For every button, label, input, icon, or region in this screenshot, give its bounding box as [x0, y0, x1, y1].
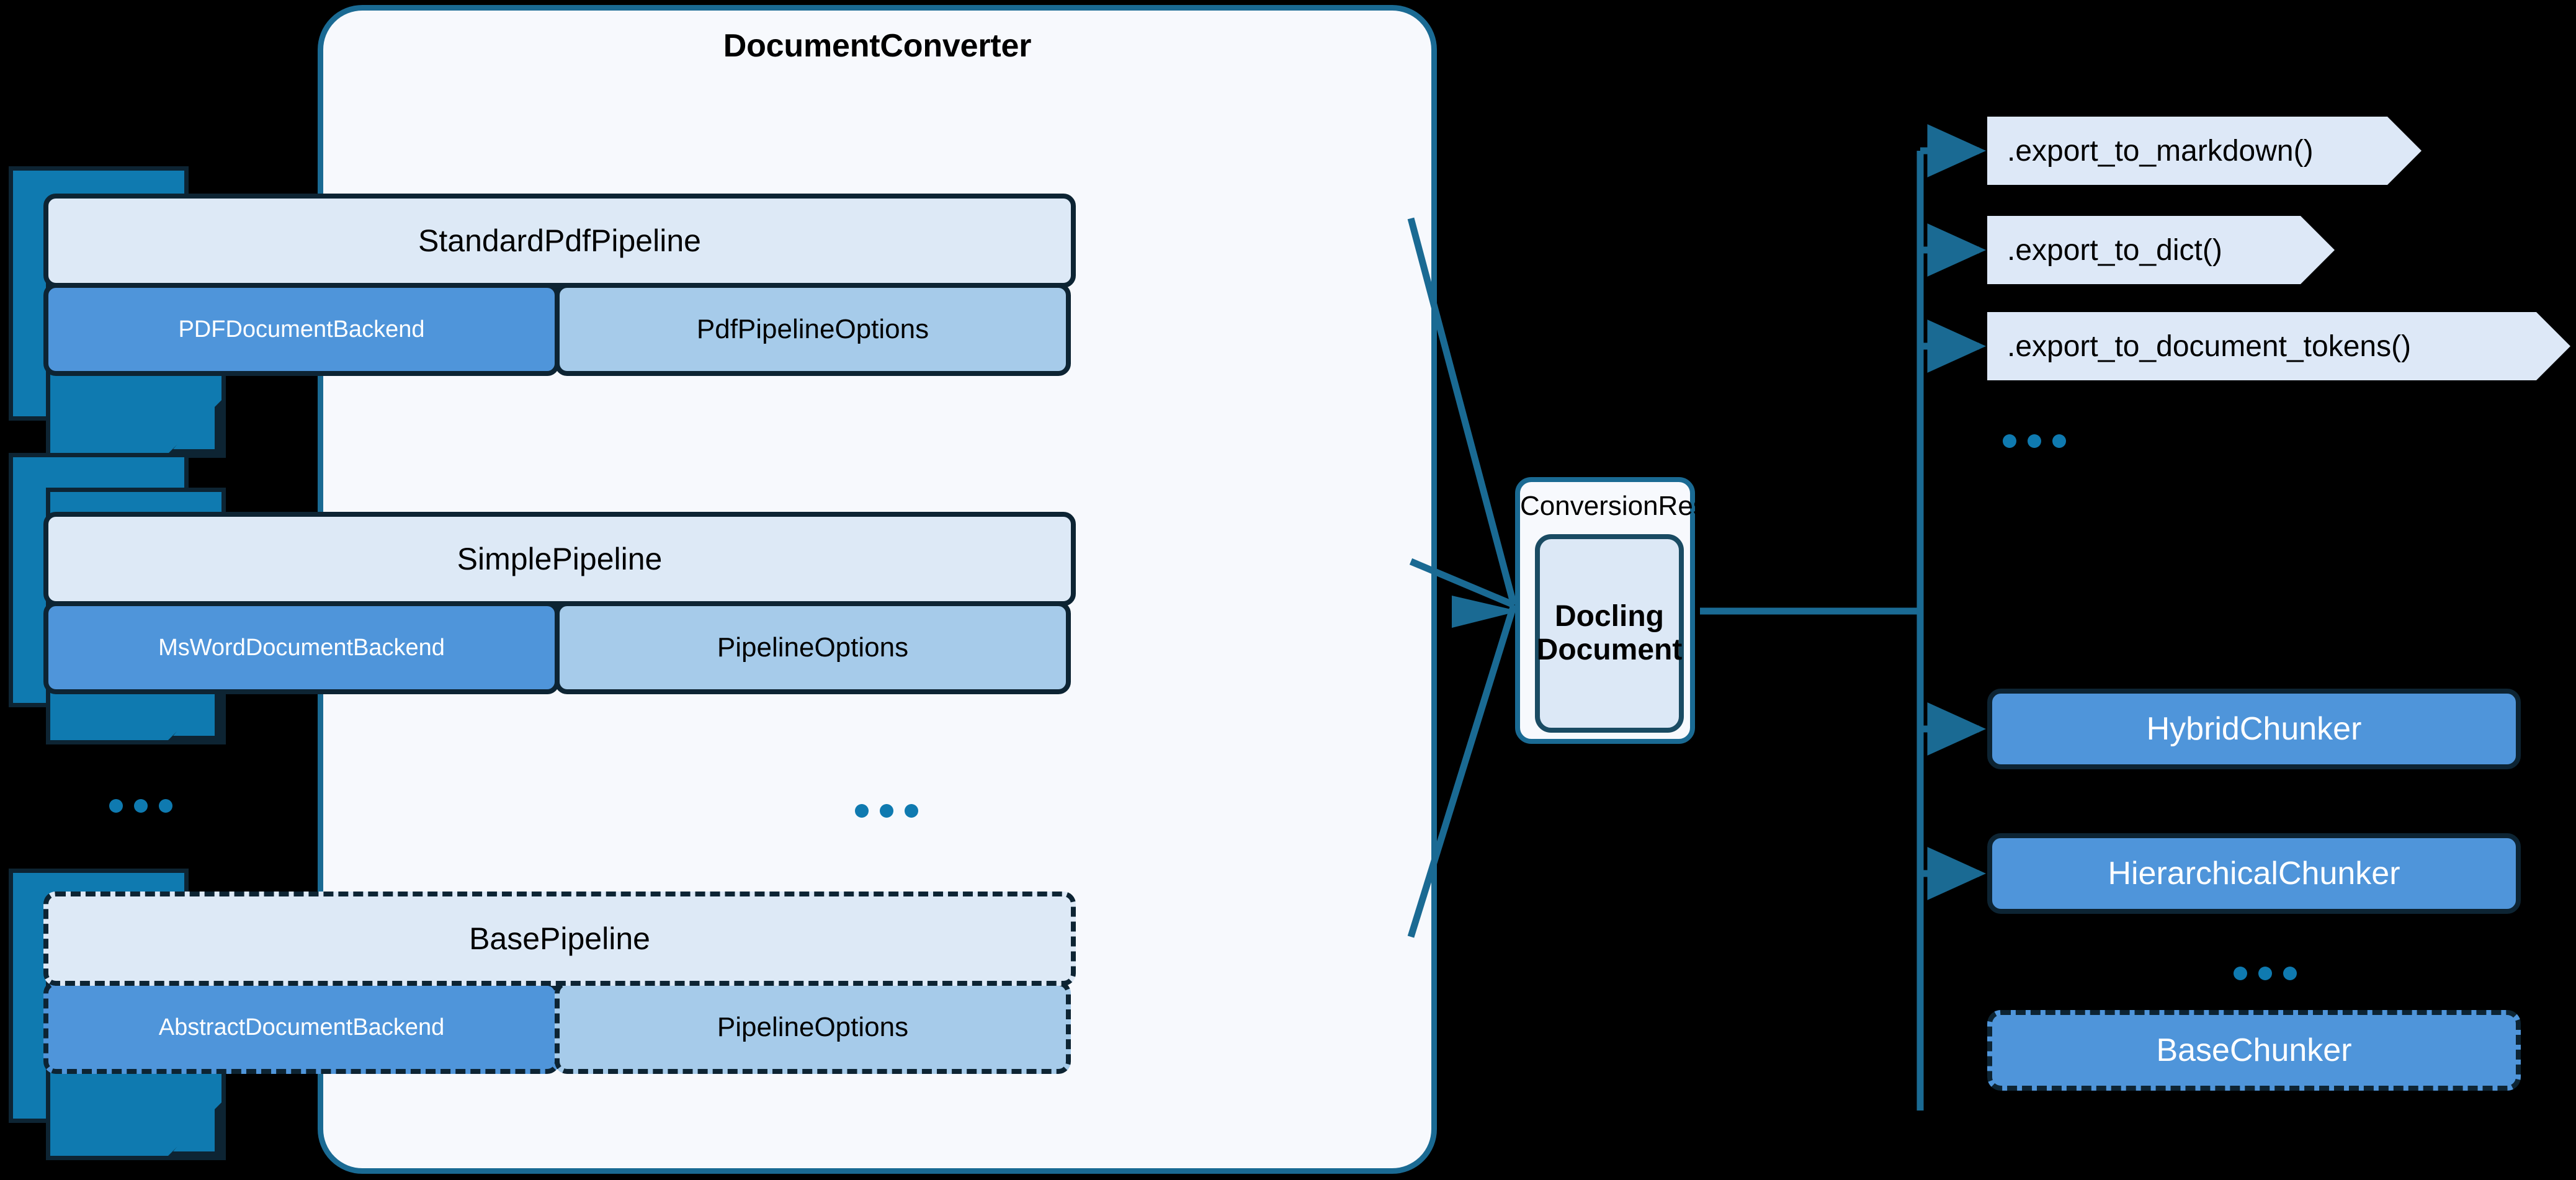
export-chip-label: .export_to_document_tokens(): [2007, 329, 2412, 363]
pipeline-group-simple[interactable]: SimplePipeline MsWordDocumentBackend Pip…: [43, 512, 1076, 694]
input-ellipsis: [109, 799, 172, 813]
pipeline-options: PipelineOptions: [555, 601, 1071, 694]
pipeline-options: PipelineOptions: [555, 981, 1071, 1074]
converter-ellipsis: [855, 804, 918, 818]
pipeline-backend: AbstractDocumentBackend: [43, 981, 560, 1074]
hierarchical-chunker-node[interactable]: HierarchicalChunker: [1987, 833, 2521, 914]
pipeline-title: StandardPdfPipeline: [43, 194, 1076, 288]
conversion-result-panel: ConversionResult Docling Document: [1515, 477, 1736, 744]
pipeline-title: SimplePipeline: [43, 512, 1076, 606]
export-to-markdown-chip[interactable]: .export_to_markdown(): [1987, 117, 2422, 185]
chunkers-ellipsis: [2234, 967, 2297, 980]
chunker-label: BaseChunker: [2156, 1032, 2352, 1068]
export-to-document-tokens-chip[interactable]: .export_to_document_tokens(): [1987, 312, 2570, 380]
pipeline-backend: MsWordDocumentBackend: [43, 601, 560, 694]
pipeline-backend: PDFDocumentBackend: [43, 283, 560, 376]
export-chip-label: .export_to_dict(): [2007, 233, 2222, 267]
chunker-label: HybridChunker: [2146, 711, 2362, 747]
pipeline-group-base[interactable]: BasePipeline AbstractDocumentBackend Pip…: [43, 892, 1076, 1074]
document-converter-title: DocumentConverter: [723, 28, 1032, 64]
connector-result-arrowhead: [1452, 596, 1519, 628]
pipeline-group-standard-pdf[interactable]: StandardPdfPipeline PDFDocumentBackend P…: [43, 194, 1076, 376]
pipeline-options: PdfPipelineOptions: [555, 283, 1071, 376]
exports-ellipsis: [2003, 434, 2066, 448]
export-chip-label: .export_to_markdown(): [2007, 134, 2314, 168]
export-to-dict-chip[interactable]: .export_to_dict(): [1987, 216, 2335, 284]
chunker-label: HierarchicalChunker: [2108, 856, 2400, 892]
base-chunker-node[interactable]: BaseChunker: [1987, 1010, 2521, 1091]
pipeline-title: BasePipeline: [43, 892, 1076, 986]
docling-document-node[interactable]: Docling Document: [1535, 534, 1684, 733]
hybrid-chunker-node[interactable]: HybridChunker: [1987, 689, 2521, 769]
conversion-result-title: ConversionResult: [1520, 491, 1736, 521]
